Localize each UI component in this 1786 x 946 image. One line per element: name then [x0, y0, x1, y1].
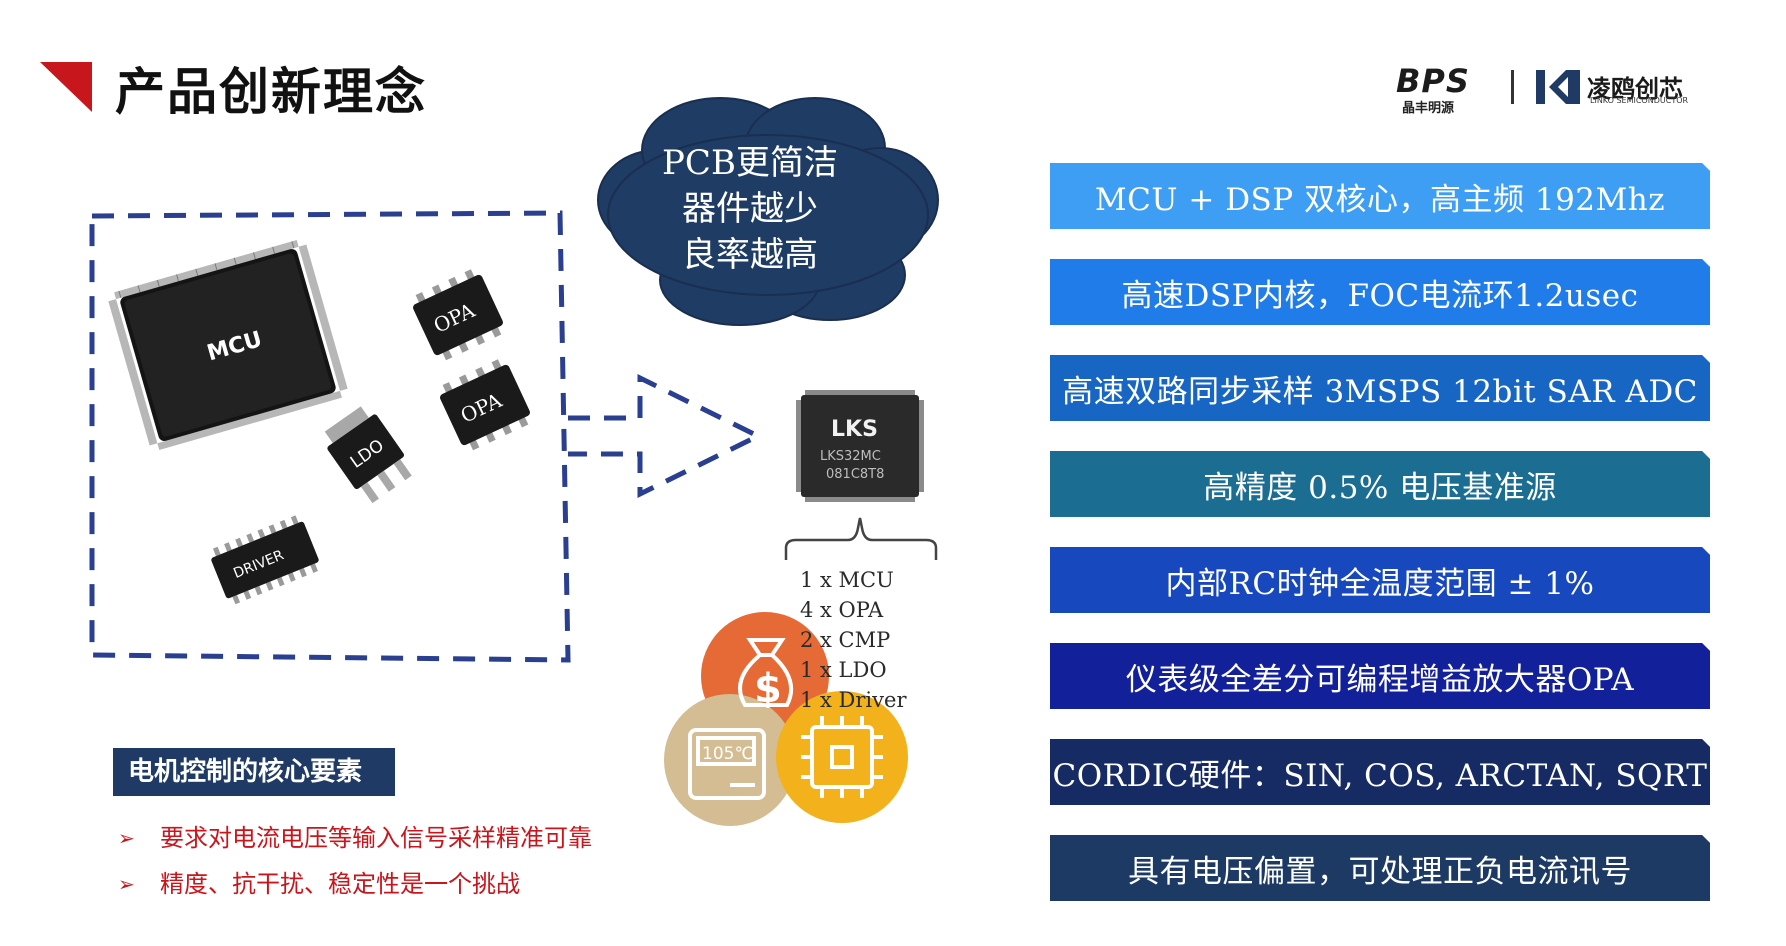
- lks-chip-image: LKS LKS32MC 081C8T8: [796, 390, 924, 502]
- logo-divider: [1511, 70, 1514, 104]
- opa-chip-2: OPA: [440, 359, 530, 451]
- svg-text:105℃: 105℃: [702, 744, 754, 764]
- bullet-text: 精度、抗干扰、稳定性是一个挑战: [160, 870, 520, 898]
- list-item: 4 x OPA: [800, 598, 884, 622]
- core-elements-heading: 电机控制的核心要素: [113, 748, 395, 796]
- cloud-line-1: PCB更简洁: [662, 143, 838, 183]
- cloud-line-3: 良率越高: [682, 235, 818, 275]
- arrow-bullet-icon: ➢: [118, 826, 135, 850]
- list-item: 1 x LDO: [800, 658, 887, 682]
- processor-icon: [801, 716, 883, 798]
- cloud-line-2: 器件越少: [682, 189, 818, 229]
- feature-bar-7: CORDIC硬件：SIN, COS, ARCTAN, SQRT: [1050, 739, 1710, 805]
- feature-bar-4: 高精度 0.5% 电压基准源: [1050, 451, 1710, 517]
- feature-bar-3: 高速双路同步采样 3MSPS 12bit SAR ADC: [1050, 355, 1710, 421]
- svg-text:LKS: LKS: [831, 417, 878, 442]
- bullet-item: ➢ 要求对电流电压等输入信号采样精准可靠: [118, 815, 592, 861]
- svg-text:081C8T8: 081C8T8: [826, 467, 884, 482]
- bps-logo: BPS: [1396, 62, 1470, 100]
- core-elements-bullets: ➢ 要求对电流电压等输入信号采样精准可靠 ➢ 精度、抗干扰、稳定性是一个挑战: [118, 815, 592, 907]
- mcu-chip-image: MCU: [108, 239, 348, 451]
- bps-logo-subtitle: 晶丰明源: [1402, 101, 1455, 116]
- linko-logo-icon: [1536, 70, 1580, 104]
- feature-bar-8: 具有电压偏置，可处理正负电流讯号: [1050, 835, 1710, 901]
- list-item: 2 x CMP: [800, 628, 891, 652]
- dashed-component-box: [89, 210, 571, 663]
- linko-logo-name: 凌鸥创芯: [1587, 75, 1683, 103]
- linko-logo-subtitle: LINKO SEMICONDUCTOR: [1590, 96, 1689, 105]
- feature-bar-5: 内部RC时钟全温度范围 ± 1%: [1050, 547, 1710, 613]
- bullet-item: ➢ 精度、抗干扰、稳定性是一个挑战: [118, 861, 592, 907]
- thermometer-panel-icon: [688, 728, 766, 800]
- list-item: 1 x MCU: [800, 568, 894, 592]
- feature-bar-2: 高速DSP内核，FOC电流环1.2usec: [1050, 259, 1710, 325]
- chip-integration-list: 1 x MCU 4 x OPA 2 x CMP 1 x LDO 1 x Driv…: [800, 565, 906, 715]
- money-bag-icon: [738, 638, 793, 707]
- feature-bar-1: MCU + DSP 双核心，高主频 192Mhz: [1050, 163, 1710, 229]
- chip-icon-circle: [776, 691, 908, 823]
- brace: [784, 517, 938, 560]
- driver-chip: DRIVER: [211, 515, 319, 605]
- opa-chip-1: OPA: [413, 269, 503, 361]
- cloud-text: PCB更简洁 器件越少 良率越高: [610, 140, 890, 278]
- title-accent-mark: [40, 62, 92, 112]
- feature-bar-6: 仪表级全差分可编程增益放大器OPA: [1050, 643, 1710, 709]
- list-item: 1 x Driver: [800, 688, 907, 712]
- svg-text:$: $: [754, 666, 782, 712]
- ldo-chip: LDO: [324, 406, 412, 504]
- cloud-shape: [597, 97, 939, 326]
- arrow-bullet-icon: ➢: [118, 872, 135, 896]
- bullet-text: 要求对电流电压等输入信号采样精准可靠: [160, 824, 592, 852]
- svg-text:LKS32MC: LKS32MC: [820, 449, 881, 464]
- dashed-arrow: [568, 373, 764, 499]
- page-title: 产品创新理念: [115, 63, 427, 121]
